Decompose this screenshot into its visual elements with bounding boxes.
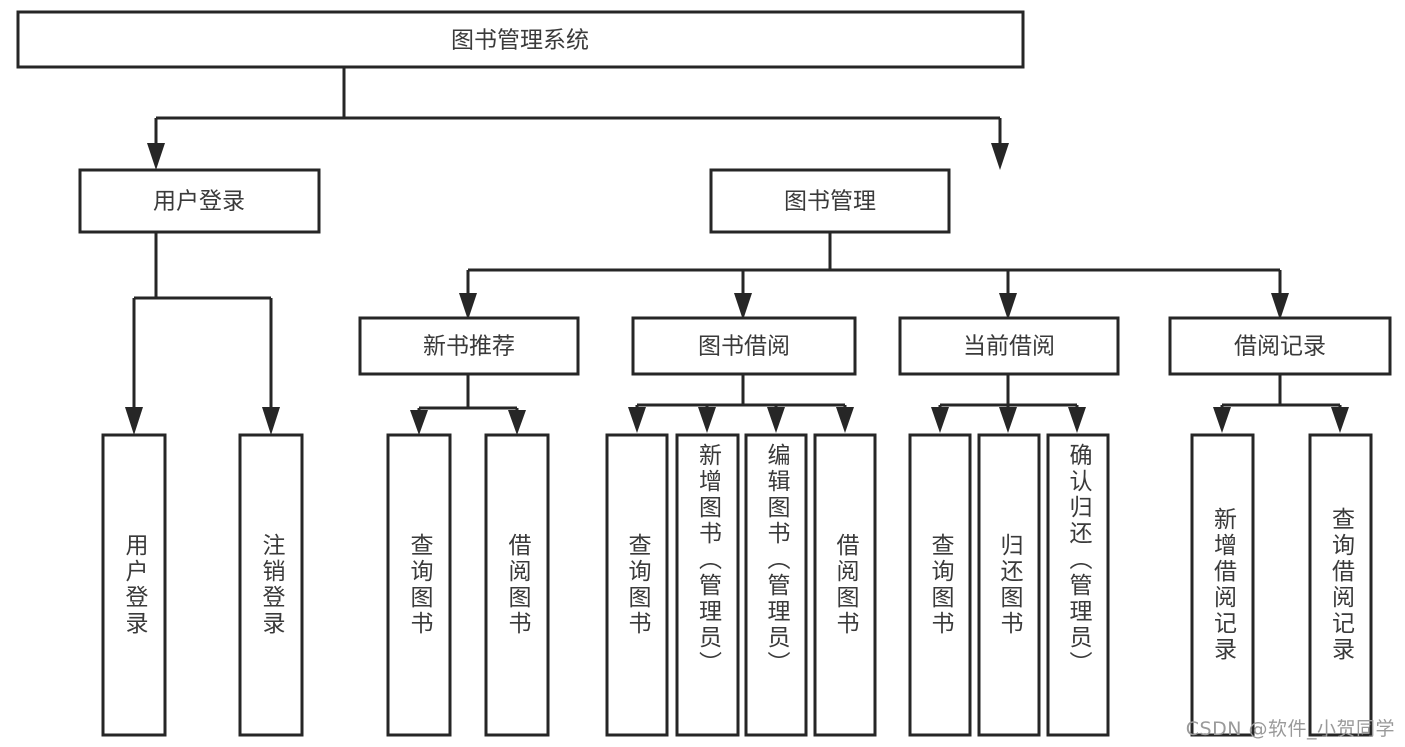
node-borrow-record-label: 借阅记录 — [1234, 334, 1326, 360]
node-leaf-query-book-c-box[interactable] — [908, 433, 972, 737]
node-leaf-confirm-return-box[interactable] — [1046, 433, 1110, 737]
arrow-head-leaf-edit-book — [767, 407, 785, 433]
connector-layer — [125, 67, 1349, 435]
arrow-head-leaf-add-record — [1213, 407, 1231, 433]
arrow-head-leaf-user-login — [125, 407, 143, 435]
arrow-head-current-borrow — [999, 293, 1017, 320]
arrow-head-leaf-add-book — [698, 407, 716, 433]
csdn-watermark: CSDN @软件_小贺同学 — [1185, 718, 1395, 740]
node-layer: 图书管理系统 用户登录 图书管理 新书推荐 图书借阅 当前借阅 借阅记录 — [16, 10, 1392, 737]
node-book-manage-box[interactable] — [709, 168, 951, 234]
arrow-head-book-borrow — [734, 293, 752, 320]
arrow-head-leaf-query-record — [1331, 407, 1349, 433]
arrow-head-new-book — [459, 293, 477, 320]
node-new-book-label: 新书推荐 — [423, 334, 515, 360]
arrow-head-leaf-query-book-c — [931, 407, 949, 433]
node-book-borrow-box[interactable] — [631, 316, 857, 376]
arrow-head-leaf-logout — [262, 407, 280, 435]
node-root-box[interactable] — [16, 10, 1025, 69]
node-new-book-box[interactable] — [358, 316, 580, 376]
node-leaf-query-record-box[interactable] — [1308, 433, 1373, 737]
node-leaf-add-record-box[interactable] — [1190, 433, 1255, 737]
node-leaf-return-book-box[interactable] — [977, 433, 1041, 737]
arrow-head-leaf-confirm-return — [1068, 407, 1086, 433]
node-leaf-borrow-book-b-box[interactable] — [813, 433, 877, 737]
node-root-label: 图书管理系统 — [451, 28, 589, 54]
node-leaf-edit-book-box[interactable] — [744, 433, 808, 737]
arrow-head-leaf-borrow-book-a — [508, 410, 526, 435]
node-leaf-logout-box[interactable] — [238, 433, 304, 737]
arrow-head-user-login — [147, 143, 165, 170]
node-book-manage-label: 图书管理 — [784, 189, 876, 215]
node-leaf-user-login-box[interactable] — [101, 433, 167, 737]
arrow-head-book-manage — [991, 143, 1009, 170]
arrow-head-leaf-query-book-b — [628, 407, 646, 433]
node-leaf-query-book-a-box[interactable] — [386, 433, 452, 737]
node-borrow-record-box[interactable] — [1168, 316, 1392, 376]
node-user-login-label: 用户登录 — [153, 189, 245, 215]
arrow-head-borrow-record — [1271, 293, 1289, 320]
arrow-head-leaf-query-book-a — [410, 410, 428, 435]
node-leaf-add-book-box[interactable] — [675, 433, 740, 737]
node-current-borrow-label: 当前借阅 — [963, 334, 1055, 360]
arrow-head-leaf-borrow-book-b — [836, 407, 854, 433]
node-leaf-query-book-b-box[interactable] — [605, 433, 669, 737]
node-leaf-borrow-book-a-box[interactable] — [484, 433, 550, 737]
node-book-borrow-label: 图书借阅 — [698, 334, 790, 360]
arrow-head-leaf-return-book — [999, 407, 1017, 433]
node-user-login-box[interactable] — [78, 168, 321, 234]
node-current-borrow-box[interactable] — [898, 316, 1120, 376]
